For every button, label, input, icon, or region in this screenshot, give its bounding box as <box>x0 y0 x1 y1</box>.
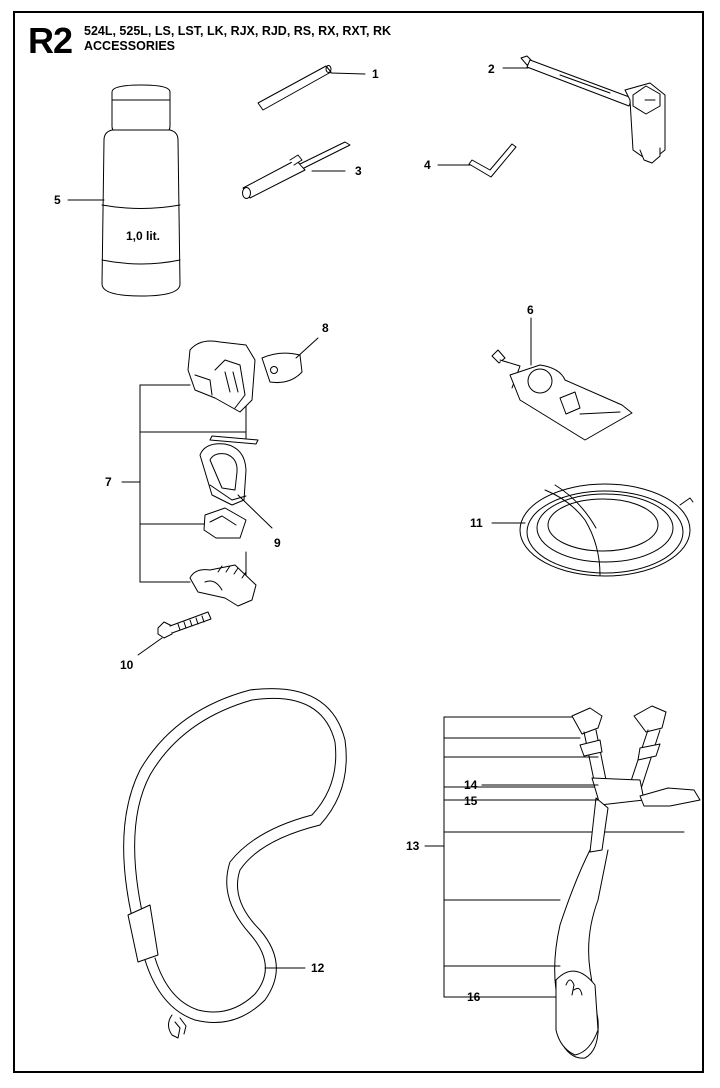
callout-12: 12 <box>311 961 325 975</box>
part-7-bracket <box>121 384 247 583</box>
part-7-clamp-bottom <box>189 564 257 607</box>
part-7-clamp-top <box>187 340 256 413</box>
callout-7: 7 <box>105 475 112 489</box>
model-list: 524L, 525L, LS, LST, LK, RJX, RJD, RS, R… <box>84 24 392 38</box>
part-13-harness <box>481 705 701 1059</box>
part-5-oil-bottle <box>67 84 181 297</box>
part-11-trimmer-line <box>491 483 694 577</box>
callout-8: 8 <box>322 321 329 335</box>
callout-1: 1 <box>372 67 379 81</box>
part-8-nut <box>261 337 319 383</box>
part-9-d-ring <box>199 443 273 529</box>
part-12-shoulder-strap <box>123 688 347 1039</box>
callout-2: 2 <box>488 62 495 76</box>
part-13-bracket <box>424 716 685 998</box>
part-3-screwdriver <box>242 141 351 199</box>
page-frame <box>13 11 704 1073</box>
part-10-bolt <box>137 611 212 656</box>
part-6-grease-tube <box>491 317 633 441</box>
callout-14: 14 <box>464 778 478 792</box>
part-7-plate <box>209 435 259 445</box>
section-code: R2 <box>28 20 73 61</box>
callout-11: 11 <box>470 516 483 530</box>
part-1-pin <box>257 65 366 111</box>
callout-3: 3 <box>355 164 362 178</box>
callout-16: 16 <box>467 990 481 1004</box>
callout-10: 10 <box>120 658 134 672</box>
callout-15: 15 <box>464 794 478 808</box>
callout-13: 13 <box>406 839 420 853</box>
section-subtitle: ACCESSORIES <box>84 39 175 53</box>
part-7-clip <box>203 507 247 539</box>
part-4-hex-key <box>437 143 517 178</box>
part-2-spanner <box>502 55 666 164</box>
callout-6: 6 <box>527 303 534 317</box>
callout-5: 5 <box>54 193 61 207</box>
callout-4: 4 <box>424 158 431 172</box>
callout-9: 9 <box>274 536 281 550</box>
bottle-volume-label: 1,0 lit. <box>126 229 161 243</box>
